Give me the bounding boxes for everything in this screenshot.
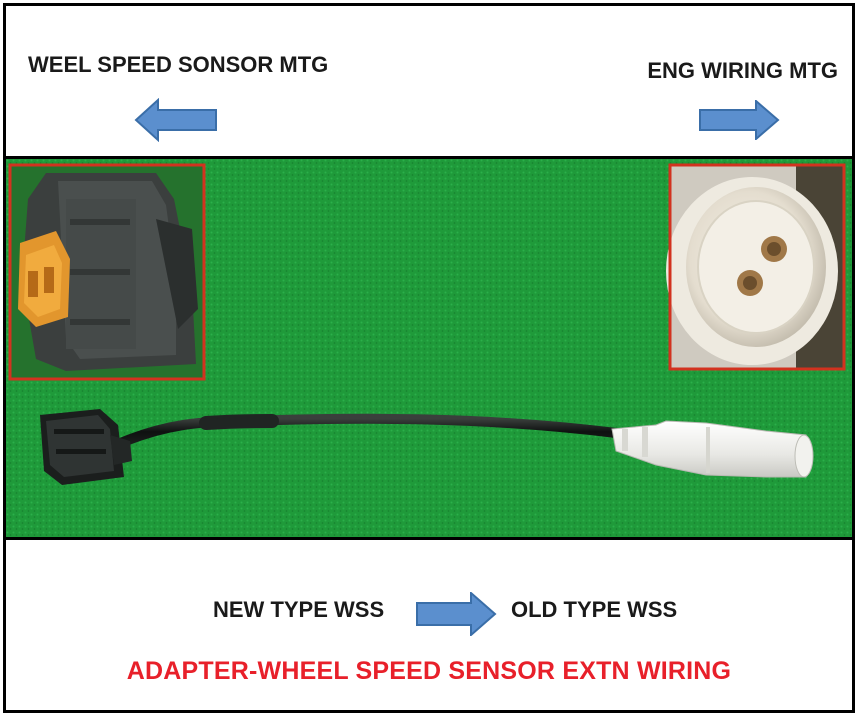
eng-wiring-mtg-label: ENG WIRING MTG: [647, 58, 838, 83]
new-type-connector: [40, 409, 132, 485]
adapter-photo: [6, 159, 852, 540]
old-type-connector: [611, 420, 814, 478]
adapter-photo-illustration: [6, 159, 852, 537]
new-type-connector-inset: [8, 163, 206, 381]
arrow-right-icon: [416, 592, 497, 636]
old-type-connector-inset: [666, 163, 846, 371]
old-type-wss-label: OLD TYPE WSS: [511, 597, 678, 622]
bottom-label-band: NEW TYPE WSS OLD TYPE WSS ADAPTER-WHEEL …: [6, 540, 852, 710]
figure-frame: WEEL SPEED SONSOR MTG ENG WIRING MTG: [3, 3, 855, 713]
top-label-band: WEEL SPEED SONSOR MTG ENG WIRING MTG: [6, 6, 852, 159]
figure-caption: ADAPTER-WHEEL SPEED SENSOR EXTN WIRING: [126, 657, 732, 685]
new-type-wss-label: NEW TYPE WSS: [213, 597, 385, 622]
wheel-speed-sensor-mtg-label: WEEL SPEED SONSOR MTG: [28, 52, 329, 77]
arrow-right-icon: [699, 100, 780, 140]
arrow-left-icon: [134, 98, 217, 142]
